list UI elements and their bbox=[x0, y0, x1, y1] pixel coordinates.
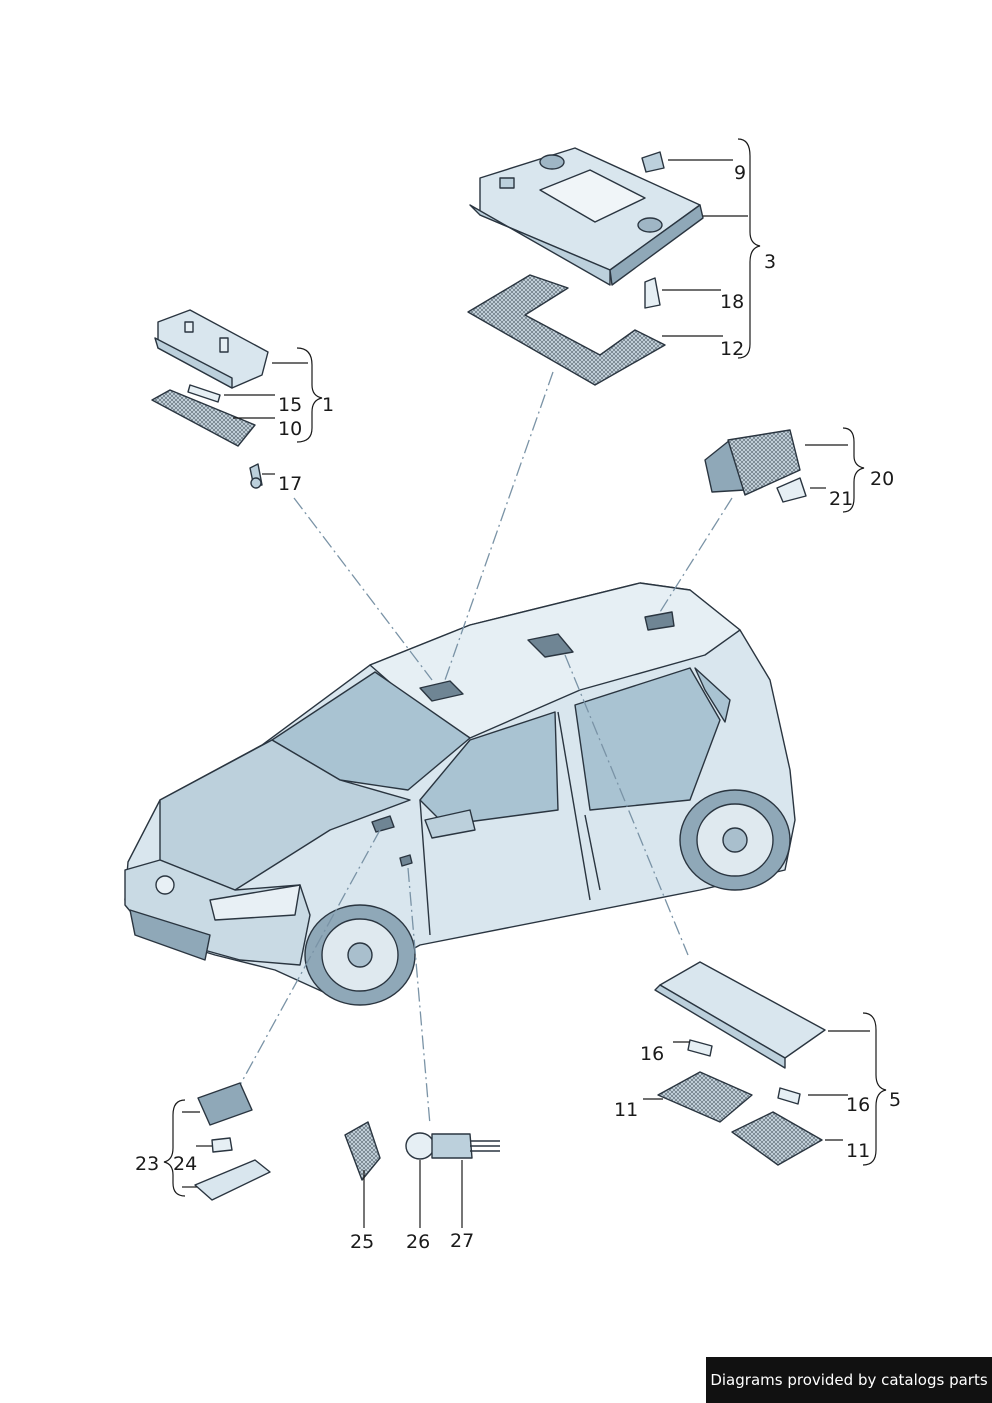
callout-10: 10 bbox=[278, 418, 302, 440]
callout-5: 5 bbox=[889, 1089, 901, 1111]
part-group-20 bbox=[704, 429, 807, 503]
part-group-3 bbox=[467, 147, 704, 386]
callout-1: 1 bbox=[322, 394, 334, 416]
front-wheel bbox=[304, 904, 416, 1006]
watermark-banner: Diagrams provided by catalogs parts bbox=[706, 1357, 992, 1403]
part-group-25-27 bbox=[344, 1121, 500, 1181]
callout-17: 17 bbox=[278, 473, 302, 495]
part-group-5 bbox=[654, 961, 826, 1166]
callout-20: 20 bbox=[870, 468, 894, 490]
callout-11-left: 11 bbox=[614, 1099, 638, 1121]
rear-wheel bbox=[679, 789, 791, 891]
callout-18: 18 bbox=[720, 291, 744, 313]
part-group-1 bbox=[151, 309, 269, 489]
callout-15: 15 bbox=[278, 394, 302, 416]
callout-23: 23 bbox=[135, 1153, 159, 1175]
callout-21: 21 bbox=[829, 488, 853, 510]
callout-26: 26 bbox=[406, 1231, 430, 1253]
callout-leaders bbox=[163, 138, 887, 1228]
callout-9: 9 bbox=[734, 162, 746, 184]
callout-27: 27 bbox=[450, 1230, 474, 1252]
car-illustration bbox=[124, 582, 796, 1006]
callout-16-left: 16 bbox=[640, 1043, 664, 1065]
callout-11-right: 11 bbox=[846, 1140, 870, 1162]
callout-24: 24 bbox=[173, 1153, 197, 1175]
part-group-23 bbox=[194, 1082, 271, 1201]
callout-12: 12 bbox=[720, 338, 744, 360]
location-leaders bbox=[239, 371, 733, 1126]
callout-25: 25 bbox=[350, 1231, 374, 1253]
callout-numbers: 1 3 5 9 10 11 11 12 15 16 16 17 18 20 21… bbox=[135, 162, 901, 1253]
callout-3: 3 bbox=[764, 251, 776, 273]
callout-16-right: 16 bbox=[846, 1094, 870, 1116]
